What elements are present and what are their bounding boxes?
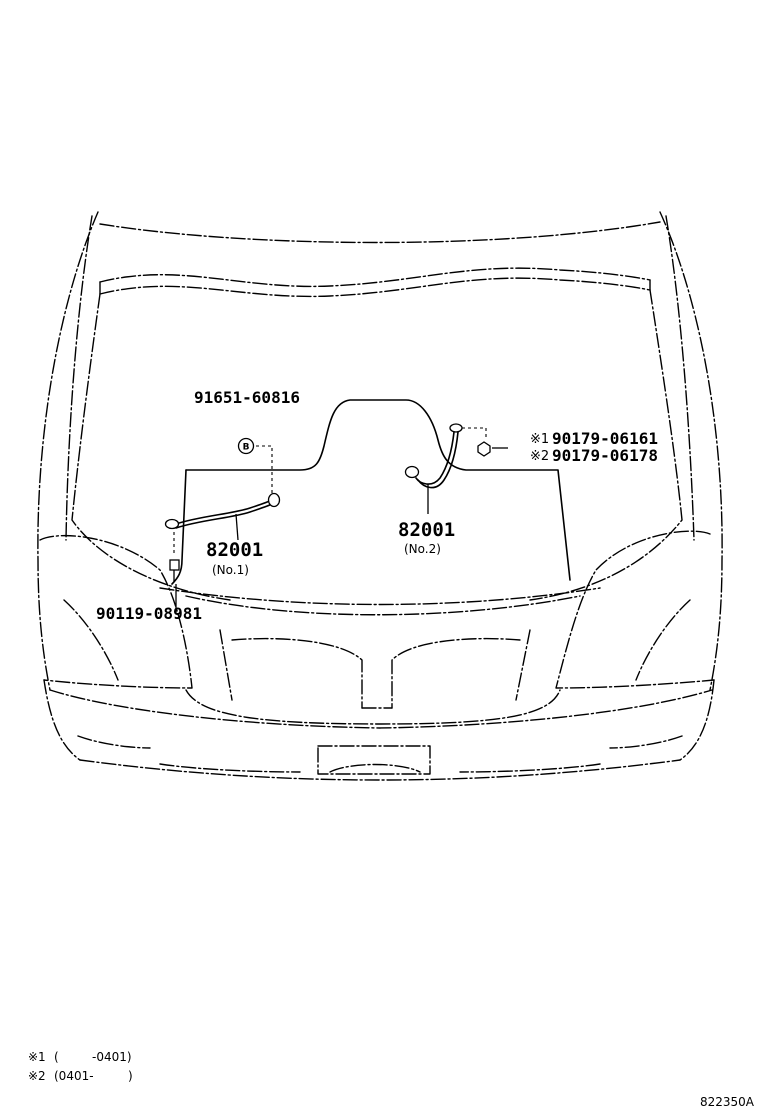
label-90179-06178: 90179-06178 (552, 446, 658, 465)
callout-b-letter: B (243, 443, 250, 453)
label-82001-no2: 82001 (398, 519, 455, 541)
ground-strap-no2[interactable] (404, 423, 463, 514)
legend-row1-range: -0401) (92, 1050, 132, 1064)
label-nut-1-mark: ※1 (530, 432, 549, 447)
legend-row2-close: ) (128, 1069, 133, 1083)
label-nut-2-mark: ※2 (530, 449, 549, 464)
bolt-90119[interactable] (169, 532, 180, 612)
legend: ※1 ( -0401) ※2 (0401- ) (28, 1050, 133, 1083)
label-91651-60816: 91651-60816 (194, 388, 300, 407)
nut-90179[interactable] (462, 427, 508, 457)
nut-icon (477, 441, 491, 457)
legend-row1-open: ( (54, 1050, 59, 1064)
label-no1: (No.1) (212, 563, 249, 577)
screw-91651-callout: B (237, 437, 273, 494)
strap-no2-eyelet-top (449, 423, 463, 433)
engine-compartment (171, 399, 571, 585)
label-no2: (No.2) (404, 542, 441, 556)
car-outline (37, 211, 723, 781)
bolt-head-icon (169, 559, 180, 571)
label-82001-no1: 82001 (206, 539, 263, 561)
strap-no1-eyelet-top (267, 492, 281, 508)
legend-row1-mark: ※1 (28, 1050, 46, 1064)
legend-row2-mark: ※2 (28, 1069, 46, 1083)
label-90179-06161: 90179-06161 (552, 429, 658, 448)
ground-strap-no1[interactable] (164, 492, 281, 541)
legend-row2-range: (0401- (54, 1069, 94, 1083)
strap-no1-eyelet-bottom (164, 518, 180, 530)
strap-no2-eyelet-bottom (404, 465, 420, 479)
diagram-code: 822350A (700, 1095, 755, 1109)
callout-b-circle (237, 437, 255, 455)
label-90119-08981: 90119-08981 (96, 604, 202, 623)
